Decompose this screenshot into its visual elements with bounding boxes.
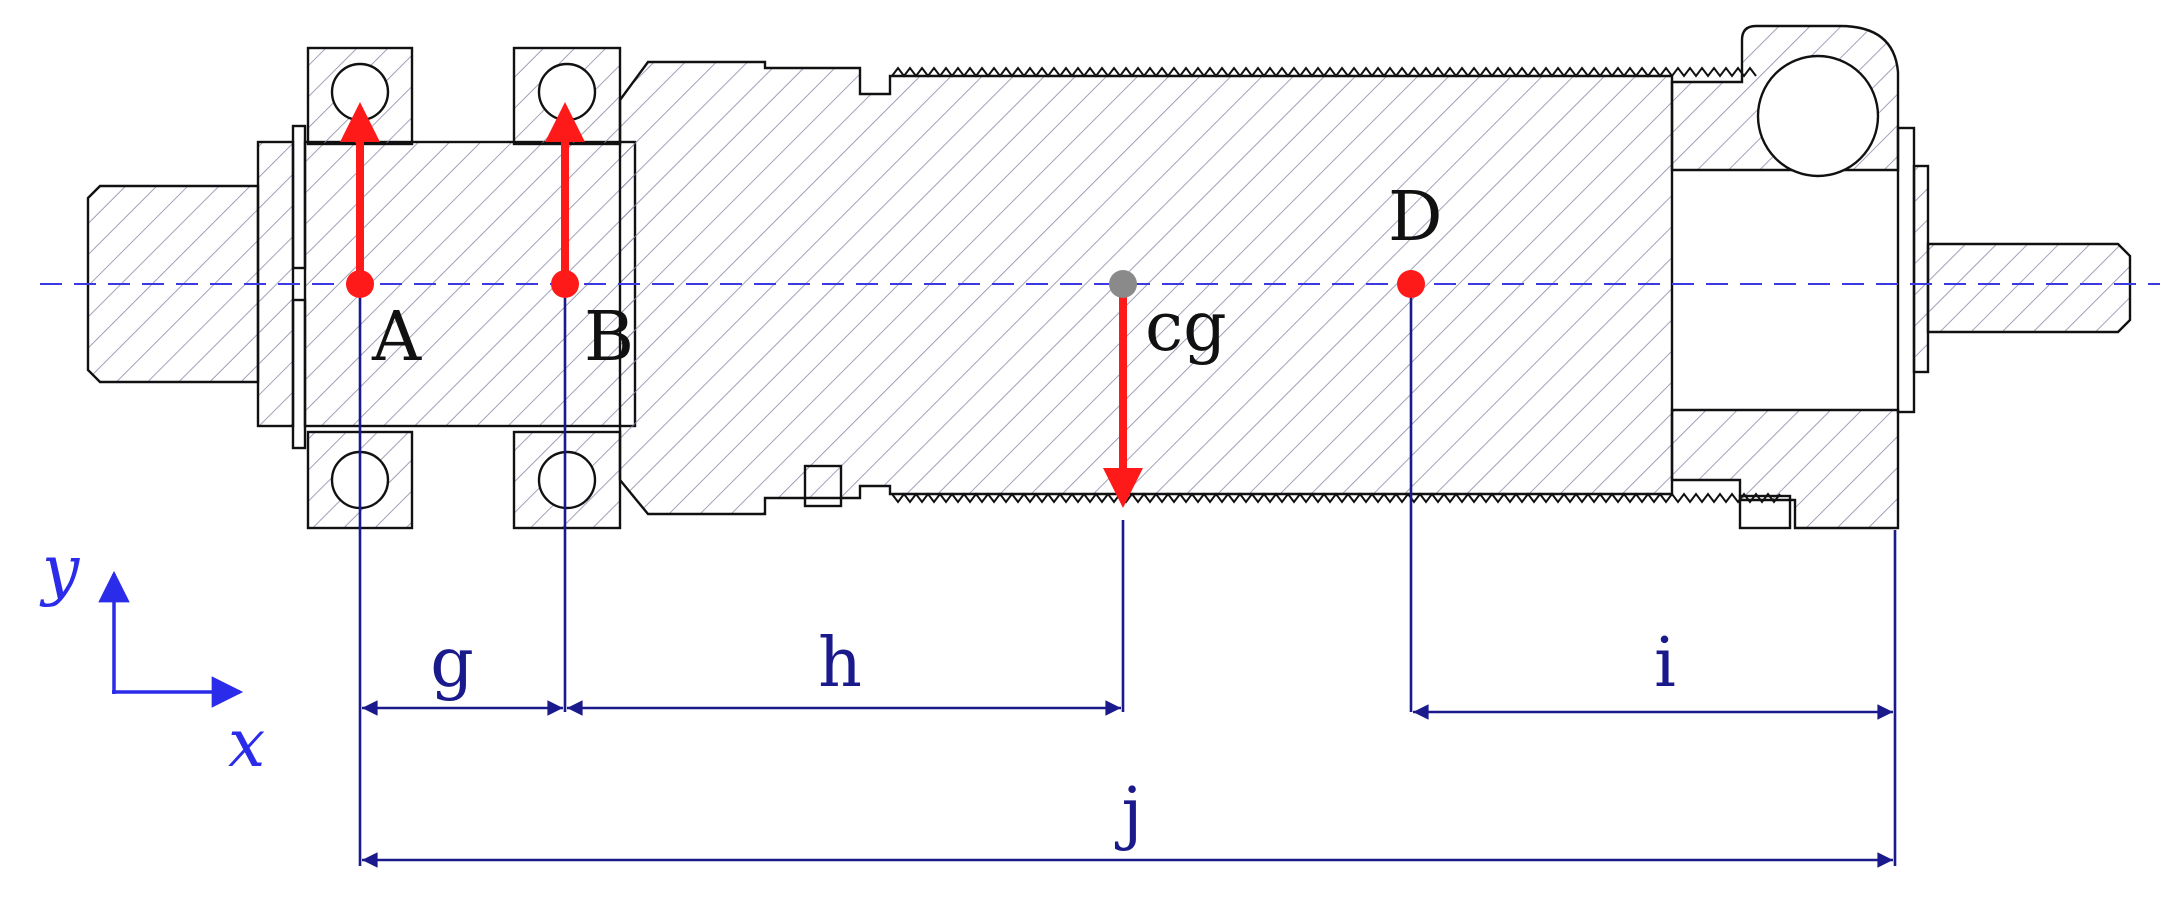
right-flange — [1912, 164, 1930, 374]
housing-notch — [1738, 494, 1792, 530]
point-label-d: D — [1388, 178, 1443, 257]
snap-ring-top — [291, 124, 307, 270]
point-label-a: A — [371, 298, 422, 377]
snap-ring-bottom — [291, 298, 307, 450]
y-axis-label: y — [39, 531, 80, 608]
point-a-marker — [346, 270, 374, 298]
point-label-b: B — [584, 298, 634, 377]
extension-lines — [358, 290, 1897, 866]
bearing-b-bottom — [512, 430, 622, 530]
right-end-plate — [1896, 126, 1916, 414]
point-b-marker — [551, 270, 579, 298]
dimension-label-g: g — [430, 624, 474, 703]
point-d-marker — [1397, 270, 1425, 298]
thread-bottom — [891, 492, 1781, 504]
thread-top — [891, 66, 1757, 78]
dimension-label-j: j — [1114, 774, 1142, 853]
right-housing-bottom — [1670, 408, 1900, 530]
dimension-label-h: h — [818, 624, 862, 703]
housing-pin-circle — [1756, 54, 1880, 178]
dimension-label-i: i — [1654, 624, 1676, 703]
x-axis-label: x — [228, 705, 265, 782]
point-label-cg: cg — [1145, 288, 1227, 367]
point-cg-marker — [1109, 270, 1137, 298]
keyway-slot — [803, 464, 843, 508]
right-shaft-stub — [1926, 242, 2132, 334]
